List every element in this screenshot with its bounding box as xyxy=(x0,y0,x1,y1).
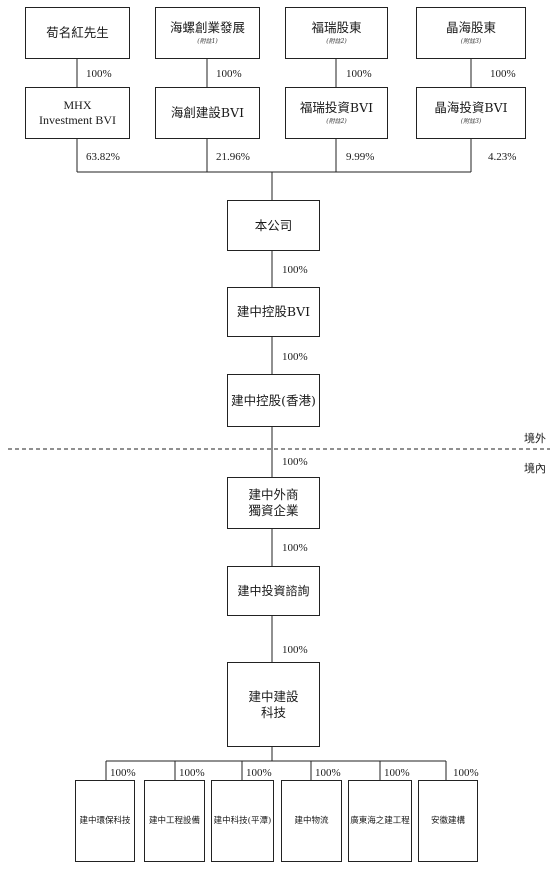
ownership-pct-label: 21.96% xyxy=(216,151,250,163)
subsidiary-box: 安徽建構 xyxy=(418,780,478,862)
ownership-pct-label: 100% xyxy=(282,351,308,363)
bvi-name-line1: MHX xyxy=(63,98,92,112)
ownership-pct-label: 100% xyxy=(282,644,308,656)
subsidiary-name: 建中環保科技 xyxy=(79,815,131,826)
offshore-label: 境外 xyxy=(524,432,546,445)
subsidiary-box: 建中工程設備 xyxy=(144,780,205,862)
ownership-pct-label: 100% xyxy=(490,68,516,80)
shareholder-note: (附註2) xyxy=(326,38,347,46)
ownership-pct-label: 4.23% xyxy=(488,151,517,163)
entity-name-line1: 建中建設 xyxy=(248,688,299,704)
shareholder-name: 海螺創業發展 xyxy=(169,20,245,36)
entity-box-company: 本公司 xyxy=(227,200,320,251)
ownership-pct-label: 100% xyxy=(453,767,479,779)
ownership-pct-label: 100% xyxy=(384,767,410,779)
entity-name-line2: 獨資企業 xyxy=(248,503,299,518)
shareholder-note: (附註1) xyxy=(197,38,218,46)
entity-box-jianzhong-holdings-bvi: 建中控股BVI xyxy=(227,287,320,337)
ownership-pct-label: 100% xyxy=(86,68,112,80)
ownership-pct-label: 100% xyxy=(110,767,136,779)
shareholder-box-1: 荀名紅先生 xyxy=(25,7,130,59)
entity-name: 本公司 xyxy=(254,217,293,233)
entity-box-jianzhong-holdings-hk: 建中控股(香港) xyxy=(227,374,320,427)
bvi-name: 福瑞投資BVI xyxy=(299,100,374,116)
subsidiary-box: 建中環保科技 xyxy=(75,780,135,862)
shareholder-box-4: 晶海股東 (附註3) xyxy=(416,7,526,59)
subsidiary-name: 安徽建構 xyxy=(430,815,465,826)
entity-box-investment-consulting: 建中投資諮詢 xyxy=(227,566,320,616)
subsidiary-box: 廣東海之建工程 xyxy=(348,780,412,862)
entity-box-wfoe: 建中外商 獨資企業 xyxy=(227,477,320,529)
ownership-pct-label: 100% xyxy=(346,68,372,80)
ownership-pct-label: 63.82% xyxy=(86,151,120,163)
shareholder-name: 福瑞股東 xyxy=(311,20,362,36)
shareholder-note: (附註3) xyxy=(460,38,482,46)
entity-name-line1: 建中外商 xyxy=(248,487,299,503)
subsidiary-name: 建中物流 xyxy=(294,815,329,826)
entity-name-line2: 科技 xyxy=(260,704,286,720)
bvi-box-3: 福瑞投資BVI (附註2) xyxy=(285,87,388,139)
bvi-box-4: 晶海投資BVI (附註3) xyxy=(416,87,526,139)
entity-name: 建中投資諮詢 xyxy=(237,583,310,598)
ownership-pct-label: 100% xyxy=(179,767,205,779)
entity-name: 建中控股BVI xyxy=(236,304,311,320)
subsidiary-name: 廣東海之建工程 xyxy=(350,815,410,826)
subsidiary-name: 建中科技(平潭) xyxy=(213,815,272,826)
subsidiary-box: 建中物流 xyxy=(281,780,342,862)
shareholder-name: 荀名紅先生 xyxy=(46,25,109,41)
ownership-pct-label: 9.99% xyxy=(346,151,375,163)
onshore-label: 境內 xyxy=(524,462,546,475)
shareholder-box-2: 海螺創業發展 (附註1) xyxy=(155,7,260,59)
bvi-name: 海創建設BVI xyxy=(170,105,245,121)
ownership-pct-label: 100% xyxy=(282,542,308,554)
bvi-note: (附註2) xyxy=(326,118,347,126)
bvi-box-2: 海創建設BVI xyxy=(155,87,260,139)
bvi-name: 晶海投資BVI xyxy=(434,100,508,116)
ownership-pct-label: 100% xyxy=(246,767,272,779)
subsidiary-box: 建中科技(平潭) xyxy=(211,780,274,862)
ownership-pct-label: 100% xyxy=(282,264,308,276)
ownership-pct-label: 100% xyxy=(282,456,308,468)
entity-name: 建中控股(香港) xyxy=(231,392,316,408)
ownership-pct-label: 100% xyxy=(315,767,341,779)
ownership-pct-label: 100% xyxy=(216,68,242,80)
shareholder-name: 晶海股東 xyxy=(445,20,496,36)
bvi-note: (附註3) xyxy=(460,118,482,126)
shareholder-box-3: 福瑞股東 (附註2) xyxy=(285,7,388,59)
subsidiary-name: 建中工程設備 xyxy=(148,815,200,826)
entity-box-construction-tech: 建中建設 科技 xyxy=(227,662,320,747)
bvi-box-1: MHX Investment BVI xyxy=(25,87,130,139)
bvi-name-line2: Investment BVI xyxy=(39,113,116,127)
